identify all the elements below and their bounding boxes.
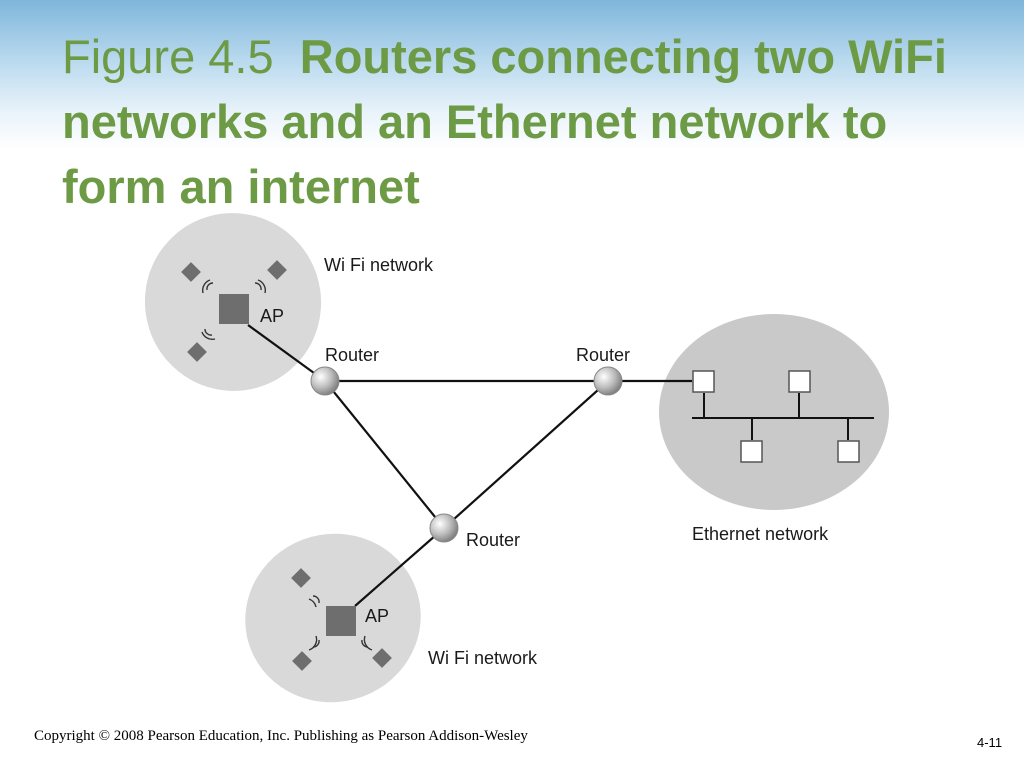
link-ap-top-to-router-left [247,324,326,382]
link-router-right-to-router-bottom [443,380,609,529]
ethernet-host-1 [692,370,715,393]
router-left [310,366,340,396]
wireless-device-bottom-left [187,342,207,362]
wireless-device-lower-right [372,648,392,668]
ethernet-bus [692,393,874,440]
wifi-network-label-bottom: Wi Fi network [428,648,538,668]
title-background-band [0,0,1024,150]
router-label-left: Router [325,345,379,365]
ethernet-host-4 [837,440,860,463]
wireless-device-top-left [181,262,201,282]
router-label-right: Router [576,345,630,365]
wifi-devices-bottom [291,568,392,671]
router-right [593,366,623,396]
page-number: 4-11 [977,735,1003,750]
access-point-label-top: AP [260,306,284,326]
ethernet-network-label: Ethernet network [692,524,829,544]
ethernet-host-3 [740,440,763,463]
wireless-device-lower-left [292,651,312,671]
copyright-notice: Copyright © 2008 Pearson Education, Inc.… [34,728,528,744]
figure-caption: Routers connecting two WiFi networks and… [62,30,947,213]
access-point-top [219,294,249,324]
wireless-signal-arcs-bottom [308,595,373,651]
figure-label: Figure 4.5 [62,30,274,83]
wifi-devices-top [181,260,287,362]
link-router-bottom-to-ap-bottom [354,527,445,607]
wireless-device-upper-left [291,568,311,588]
wireless-signal-arcs-top [201,279,267,341]
link-router-left-to-router-bottom [324,380,445,529]
access-point-bottom [326,606,356,636]
ethernet-network-cloud [659,314,889,510]
ethernet-hosts [692,370,860,463]
wifi-network-label-top: Wi Fi network [324,255,434,275]
access-point-label-bottom: AP [365,606,389,626]
ethernet-host-2 [788,370,811,393]
router-label-bottom: Router [466,530,520,550]
slide-title: Figure 4.5 Routers connecting two WiFi n… [62,24,962,219]
router-bottom [429,513,459,543]
network-links [247,324,692,607]
wireless-device-top-right [267,260,287,280]
